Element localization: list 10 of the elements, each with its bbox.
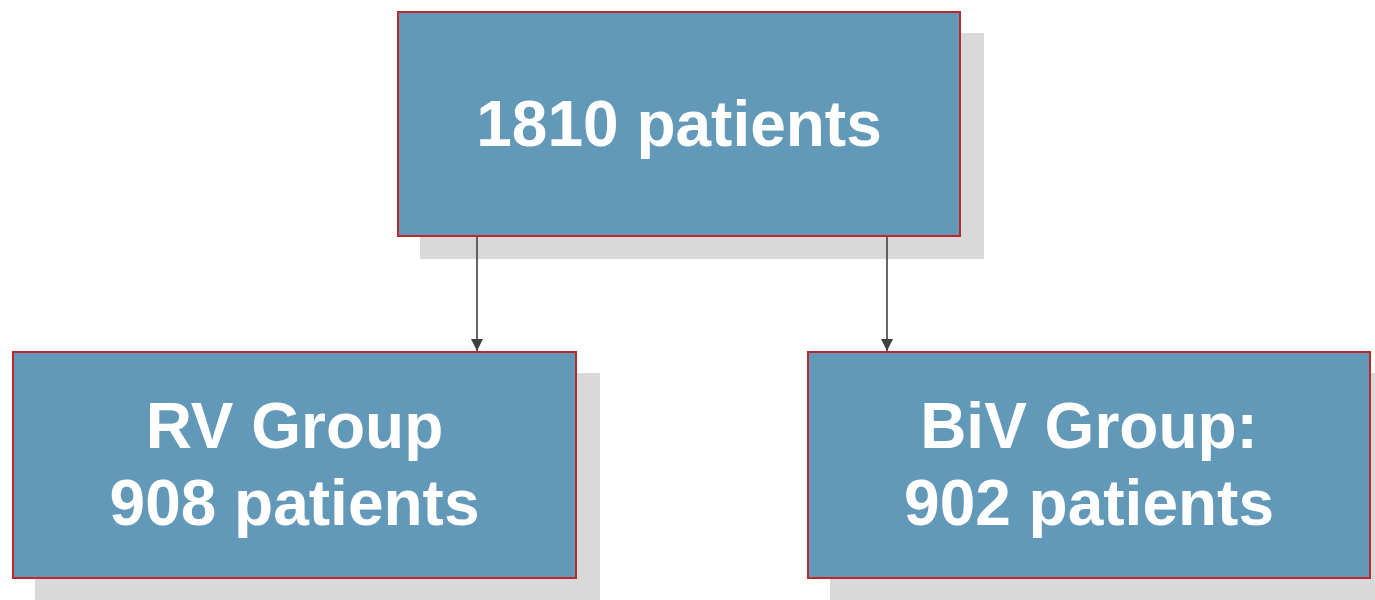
box-label: 908 patients (109, 466, 480, 541)
process-box (397, 11, 961, 237)
arrow (881, 236, 893, 352)
box-label: 902 patients (904, 466, 1274, 541)
box-label: BiV Group: (920, 389, 1258, 465)
arrow (471, 236, 483, 352)
box-label: 1810 patients (476, 86, 882, 162)
process-box (807, 351, 1371, 579)
box-label: RV Group (145, 389, 444, 465)
process-box (12, 351, 577, 579)
